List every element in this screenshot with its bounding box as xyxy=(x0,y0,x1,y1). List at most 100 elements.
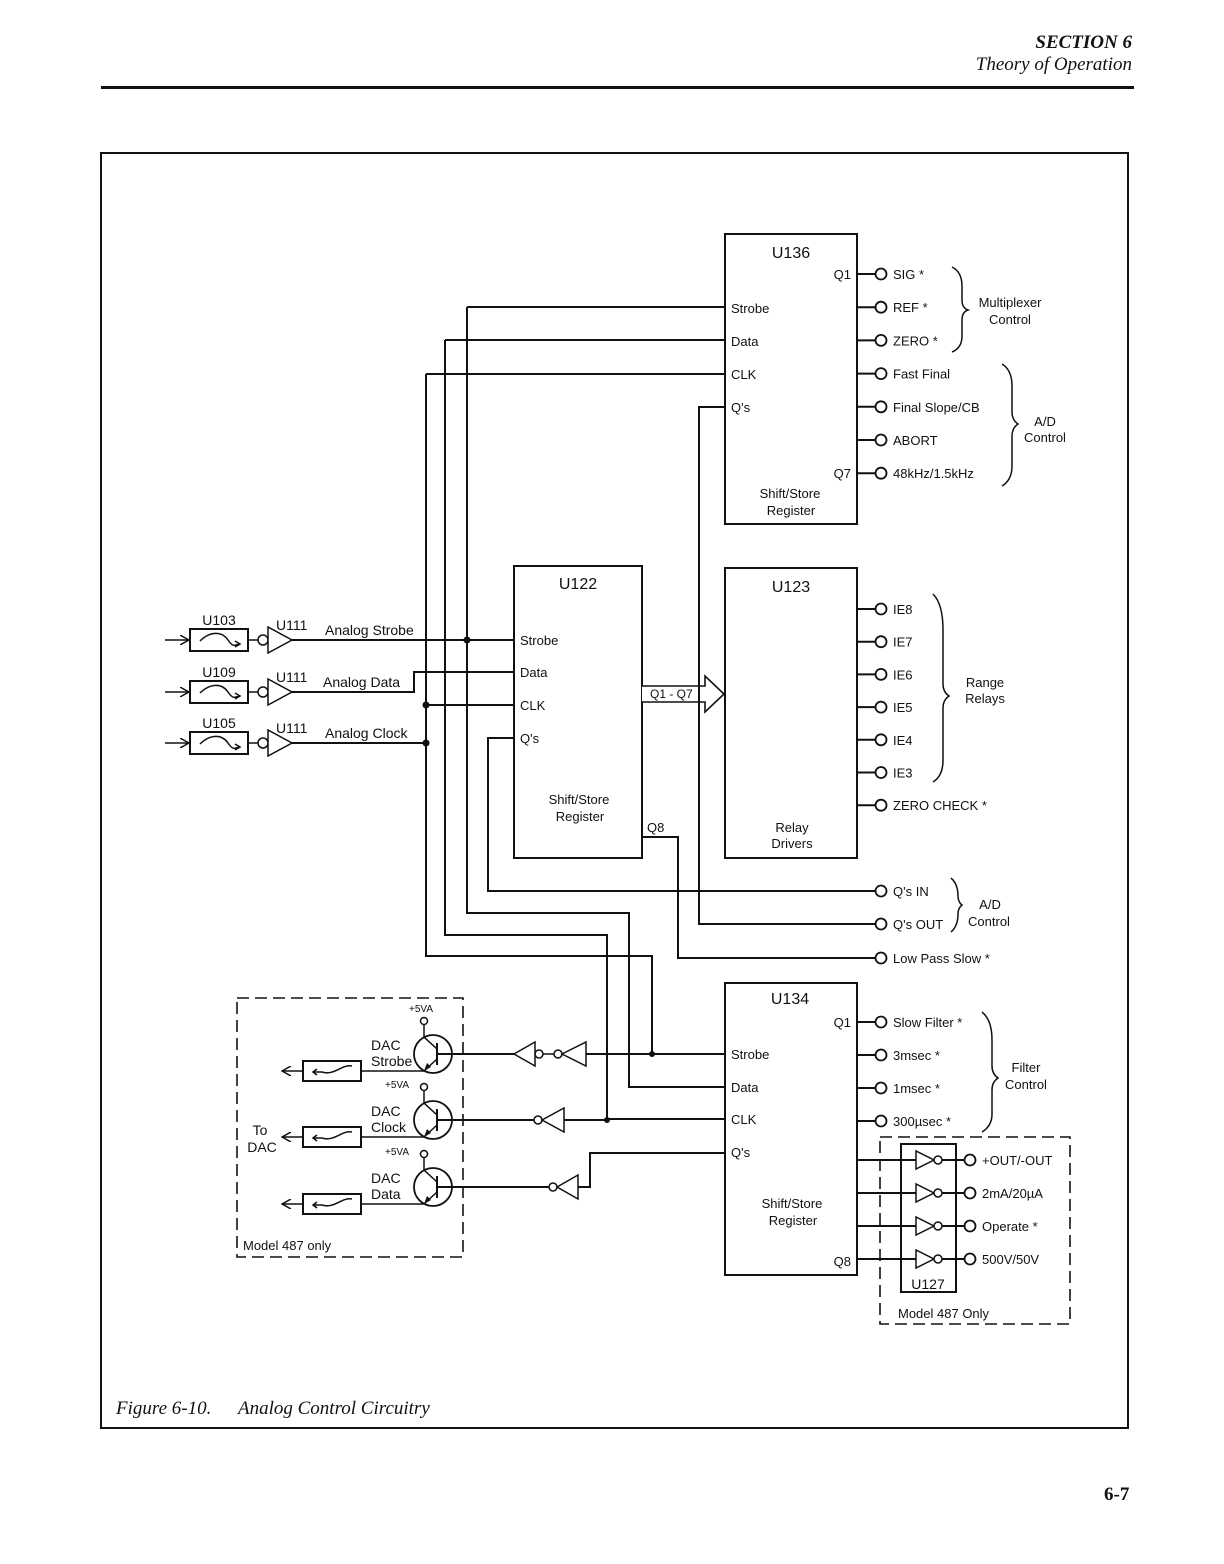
output-terminal-icon xyxy=(874,951,888,965)
chip-u136-name: U136 xyxy=(772,245,810,262)
u136-output-label: Final Slope/CB xyxy=(893,400,980,415)
output-terminal-icon xyxy=(874,733,888,747)
u136-output-label: REF * xyxy=(893,300,928,315)
figure-number: Figure 6-10. xyxy=(116,1398,212,1419)
brace-icon xyxy=(951,266,971,353)
output-terminal-icon xyxy=(874,884,888,898)
brace-icon xyxy=(932,593,951,783)
supply-label: +5VA xyxy=(385,1147,409,1158)
output-terminal-icon xyxy=(874,700,888,714)
u123-output-label: IE4 xyxy=(893,733,913,748)
u122-function-1: Shift/Store xyxy=(549,792,610,807)
u123-output: IE4 xyxy=(857,733,913,748)
u122-pin-qs: Q's xyxy=(520,731,540,746)
opto-isolator-icon xyxy=(302,1126,362,1148)
output-terminal-icon xyxy=(874,917,888,931)
u123-output: IE7 xyxy=(857,635,913,650)
u134-pin-clk: CLK xyxy=(731,1112,757,1127)
u136-output: ABORT xyxy=(857,433,938,448)
group-label-filter: Filter xyxy=(1012,1060,1042,1075)
u122-function-2: Register xyxy=(556,809,605,824)
u136-function-2: Register xyxy=(767,503,816,518)
supply-terminal-icon xyxy=(419,1149,429,1159)
u136-q1-label: Q1 xyxy=(834,267,851,282)
u136-pin-clk: CLK xyxy=(731,367,757,382)
signal-label: Analog Clock xyxy=(325,725,408,741)
output-terminal-icon xyxy=(874,798,888,812)
group-label-relays: Relays xyxy=(965,691,1005,706)
chip-u134-name: U134 xyxy=(771,991,809,1008)
model-487-label: Model 487 Only xyxy=(898,1306,990,1321)
buffer-icon xyxy=(267,728,294,758)
dac-label: DAC xyxy=(371,1103,401,1119)
u134-output-label: 1msec * xyxy=(893,1081,940,1096)
u134-function-1: Shift/Store xyxy=(762,1196,823,1211)
u123-output-label: IE7 xyxy=(893,635,913,650)
dac-clock-buffer xyxy=(453,1106,565,1134)
bus-label: Q1 - Q7 xyxy=(650,687,693,701)
u123-output-label: ZERO CHECK * xyxy=(893,798,987,813)
junction-dot xyxy=(604,1117,610,1123)
inverter-icon xyxy=(915,1248,936,1270)
u136-output: 48kHz/1.5kHz xyxy=(857,466,974,481)
dac-strobe-buffers xyxy=(453,1040,587,1068)
u134-output: 3msec * xyxy=(857,1048,940,1063)
u136-output-label: ABORT xyxy=(893,433,938,448)
inverter-icon xyxy=(555,1173,579,1201)
u136-q7-label: Q7 xyxy=(834,466,851,481)
page-header: SECTION 6 Theory of Operation xyxy=(976,32,1132,76)
group-label-control: Control xyxy=(1005,1077,1047,1092)
u134-output: 300µsec * xyxy=(857,1114,951,1129)
u123-output: IE8 xyxy=(857,602,913,617)
output-terminal-icon xyxy=(963,1252,977,1266)
output-terminal-icon xyxy=(874,466,888,480)
ad-output-label: Q's IN xyxy=(893,884,929,899)
u123-output-label: IE5 xyxy=(893,700,913,715)
u136-output-label: ZERO * xyxy=(893,333,938,348)
page-number: 6-7 xyxy=(1104,1484,1130,1505)
output-terminal-icon xyxy=(874,400,888,414)
chip-u122: U122 Strobe Data CLK Q's Shift/Store Reg… xyxy=(513,565,664,859)
u127-section: U127 Model 487 Only +OUT/-OUT2mA/20µAOpe… xyxy=(857,1136,1071,1325)
u122-pin-data: Data xyxy=(520,665,548,680)
output-terminal-icon xyxy=(874,635,888,649)
inverter-icon xyxy=(915,1149,936,1171)
u134-q8-label: Q8 xyxy=(834,1254,851,1269)
u123-output: ZERO CHECK * xyxy=(857,798,987,813)
figure-frame xyxy=(100,152,1129,1429)
output-terminal-icon xyxy=(874,1048,888,1062)
dac-label: Strobe xyxy=(371,1053,412,1069)
dac-label: DAC xyxy=(371,1037,401,1053)
dac-data-buffer xyxy=(453,1173,579,1201)
dac-model-487-box xyxy=(236,997,464,1258)
model-487-box xyxy=(879,1136,1071,1325)
group-braces: Multiplexer Control A/D Control Range Re… xyxy=(932,266,1066,1133)
bus-arrow-q1-q7: Q1 - Q7 xyxy=(642,674,726,714)
u136-function-1: Shift/Store xyxy=(760,486,821,501)
signal-label: Analog Strobe xyxy=(325,622,414,638)
opto-isolator-icon xyxy=(189,628,249,652)
u123-output: IE6 xyxy=(857,667,913,682)
u136-output: Fast Final xyxy=(857,367,950,382)
u123-output: IE5 xyxy=(857,700,913,715)
output-terminal-icon xyxy=(874,267,888,281)
section-title: SECTION 6 xyxy=(1035,32,1132,53)
isolator-label: U109 xyxy=(202,664,236,680)
u123-output-label: IE6 xyxy=(893,667,913,682)
group-label-range: Range xyxy=(966,675,1004,690)
chip-u134: U134 Strobe Data CLK Q's Q1 Q8 Shift/Sto… xyxy=(724,982,858,1276)
header-rule xyxy=(101,86,1134,89)
brace-icon xyxy=(950,877,964,933)
u134-output: 1msec * xyxy=(857,1081,940,1096)
u136-pin-qs: Q's xyxy=(731,400,751,415)
u123-output-label: IE8 xyxy=(893,602,913,617)
output-terminal-icon xyxy=(874,433,888,447)
